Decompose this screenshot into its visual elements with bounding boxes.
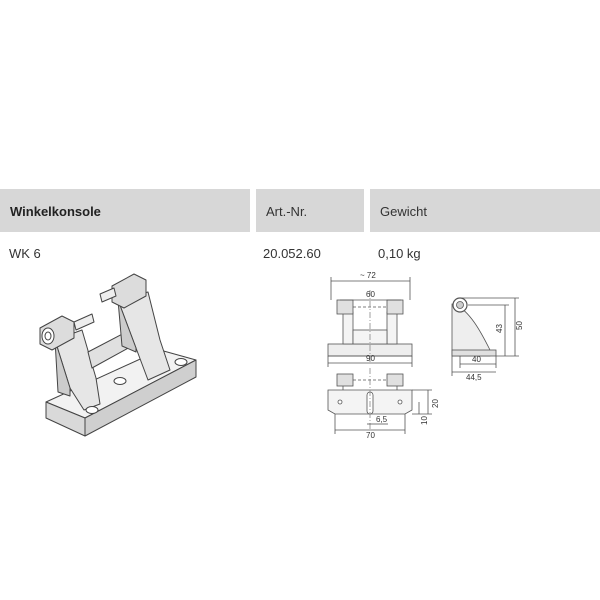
dim-43-label: 43 xyxy=(495,324,504,333)
dim-20-label: 20 xyxy=(431,399,440,408)
dim-6-5-label: 6,5 xyxy=(376,415,388,424)
dim-90-label: 90 xyxy=(366,354,375,363)
row-art-nr: 20.052.60 xyxy=(263,246,321,261)
row-gewicht: 0,10 kg xyxy=(378,246,421,261)
header-label-gewicht: Gewicht xyxy=(380,204,427,219)
dim-72-label: ~ 72 xyxy=(360,271,376,280)
header-gewicht: Gewicht xyxy=(370,189,600,232)
row-product-name: WK 6 xyxy=(9,246,41,261)
dim-40-label: 40 xyxy=(472,355,481,364)
dim-44-5-label: 44,5 xyxy=(466,373,482,382)
header-label-product: Winkelkonsole xyxy=(10,204,101,219)
header-label-art-nr: Art.-Nr. xyxy=(266,204,308,219)
header-art-nr: Art.-Nr. xyxy=(256,189,364,232)
dim-50-label: 50 xyxy=(515,321,524,330)
dim-10-label: 10 xyxy=(420,416,429,425)
dim-60-label: 60 xyxy=(366,290,375,299)
header-winkelkonsole: Winkelkonsole xyxy=(0,189,250,232)
dim-70-label: 70 xyxy=(366,431,375,440)
